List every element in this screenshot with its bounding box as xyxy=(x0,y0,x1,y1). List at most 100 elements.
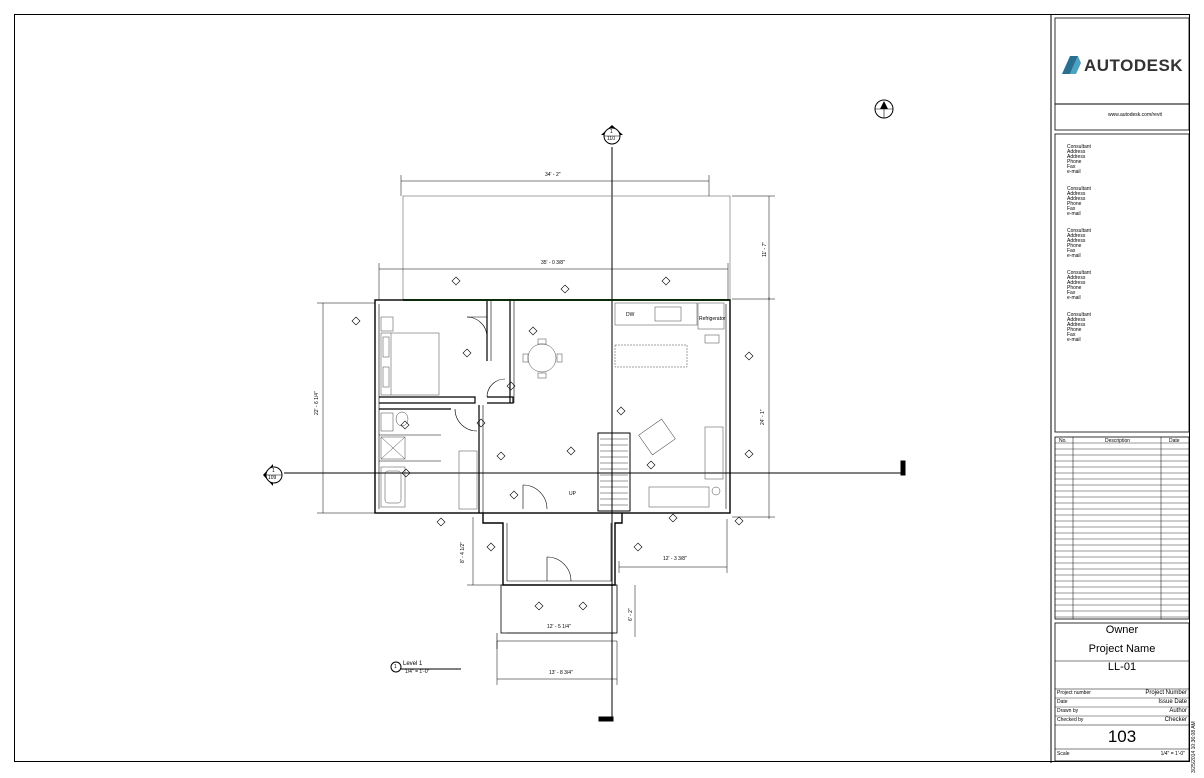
tag-marker xyxy=(744,351,754,361)
revision-header-date: Date xyxy=(1169,438,1180,444)
dim-entry-height: 8' - 4 1/2" xyxy=(460,541,466,563)
consultant-line: e-mail xyxy=(1067,295,1081,301)
consultant-line: Phone xyxy=(1067,243,1082,249)
scale-value: 1/4" = 1'-0" xyxy=(1160,751,1185,757)
refrigerator-label: Refrigerator xyxy=(699,316,726,322)
tag-marker xyxy=(436,517,446,527)
tag-marker xyxy=(633,542,643,552)
consultant-line: Address xyxy=(1067,280,1086,286)
field-label: Checked by xyxy=(1057,717,1084,723)
dim-right-height: 24' - 1" xyxy=(760,409,766,425)
consultant-line: Address xyxy=(1067,154,1086,160)
field-value: Issue Date xyxy=(1158,699,1187,705)
view-title xyxy=(390,661,461,673)
dim-right-upper: 11' - 7" xyxy=(762,241,768,257)
revision-header-no: No. xyxy=(1059,438,1067,444)
consultant-line: e-mail xyxy=(1067,337,1081,343)
consultant-line: Phone xyxy=(1067,285,1082,291)
autodesk-logo-icon xyxy=(1062,56,1078,74)
field-label: Date xyxy=(1057,699,1068,705)
tag-marker xyxy=(401,468,411,478)
view-name: Level 1 xyxy=(403,661,423,667)
consultant-line: Consultant xyxy=(1067,312,1091,318)
scale-label: Scale xyxy=(1057,751,1070,757)
consultant-line: Address xyxy=(1067,191,1086,197)
floor-plan-drawing xyxy=(263,15,1190,763)
revision-header-description: Description xyxy=(1105,438,1131,444)
consultant-line: Address xyxy=(1067,149,1086,155)
tag-marker xyxy=(534,601,544,611)
consultant-line: Phone xyxy=(1067,327,1082,333)
revision-grid xyxy=(1055,442,1189,618)
deck-outline xyxy=(402,195,731,301)
tag-marker xyxy=(496,451,506,461)
website-text: www.autodesk.com/revit xyxy=(1108,112,1162,118)
north-arrow-icon xyxy=(874,99,894,119)
tag-marker xyxy=(744,449,754,459)
project-name-text: Project Name xyxy=(1088,643,1156,655)
exterior-walls xyxy=(374,299,731,649)
field-label: Drawn by xyxy=(1057,708,1079,714)
consultant-line: Fax xyxy=(1067,248,1076,254)
field-value: Checker xyxy=(1164,717,1187,723)
dim-left-height: 22' - 6 1/4" xyxy=(314,391,320,415)
stairs-up-label: UP xyxy=(569,491,576,497)
dimension-lines xyxy=(317,175,775,685)
owner-text: Owner xyxy=(1105,624,1139,636)
section-marker-top xyxy=(601,125,623,145)
field-value: Project Number xyxy=(1145,690,1187,696)
stairs xyxy=(600,438,628,506)
consultant-line: Consultant xyxy=(1067,270,1091,276)
title-block xyxy=(1050,15,1190,763)
section-left-sheet: 109 xyxy=(268,475,277,481)
consultant-line: Address xyxy=(1067,196,1086,202)
window-tags xyxy=(351,276,754,611)
tag-marker xyxy=(476,418,486,428)
dim-top-inner: 35' - 0 3/8" xyxy=(541,260,565,266)
consultant-line: Consultant xyxy=(1067,228,1091,234)
consultant-line: Phone xyxy=(1067,201,1082,207)
tag-marker xyxy=(668,513,678,523)
consultant-line: e-mail xyxy=(1067,253,1081,259)
consultant-line: e-mail xyxy=(1067,169,1081,175)
tag-marker xyxy=(560,284,570,294)
consultant-line: Consultant xyxy=(1067,144,1091,150)
consultant-line: Address xyxy=(1067,238,1086,244)
consultant-line: Fax xyxy=(1067,206,1076,212)
consultant-line: Address xyxy=(1067,233,1086,239)
section-marker-left xyxy=(263,464,283,486)
tag-marker xyxy=(400,420,410,430)
section-left-number: 1 xyxy=(272,468,275,474)
tag-marker xyxy=(462,348,472,358)
tag-marker xyxy=(506,381,516,391)
consultant-line: Fax xyxy=(1067,164,1076,170)
autodesk-logo-text: AUTODESK xyxy=(1084,56,1184,75)
consultant-line: e-mail xyxy=(1067,211,1081,217)
view-number: 1 xyxy=(394,664,397,670)
tag-marker xyxy=(451,276,461,286)
tag-marker xyxy=(509,490,519,500)
consultant-line: Address xyxy=(1067,322,1086,328)
sheet-name-text: LL-01 xyxy=(1107,661,1137,673)
consultant-line: Fax xyxy=(1067,332,1076,338)
sheet-number: 103 xyxy=(1107,727,1137,746)
tag-marker xyxy=(661,276,671,286)
section-lines xyxy=(284,147,906,722)
field-value: Author xyxy=(1169,708,1187,714)
consultant-line: Consultant xyxy=(1067,186,1091,192)
tag-marker xyxy=(486,542,496,552)
dim-top-overall: 34' - 2" xyxy=(545,172,561,178)
print-stamp: 3/25/2014 10:36:08 AM xyxy=(1191,721,1197,773)
consultant-line: Address xyxy=(1067,317,1086,323)
view-scale: 1/4" = 1'-0" xyxy=(405,669,430,675)
tag-marker xyxy=(578,601,588,611)
consultant-line: Address xyxy=(1067,275,1086,281)
dim-right-lower: 12' - 3 3/8" xyxy=(663,556,687,562)
dim-porch-depth: 6' - 2" xyxy=(628,608,634,621)
interior-walls xyxy=(379,301,631,513)
tag-marker xyxy=(566,446,576,456)
